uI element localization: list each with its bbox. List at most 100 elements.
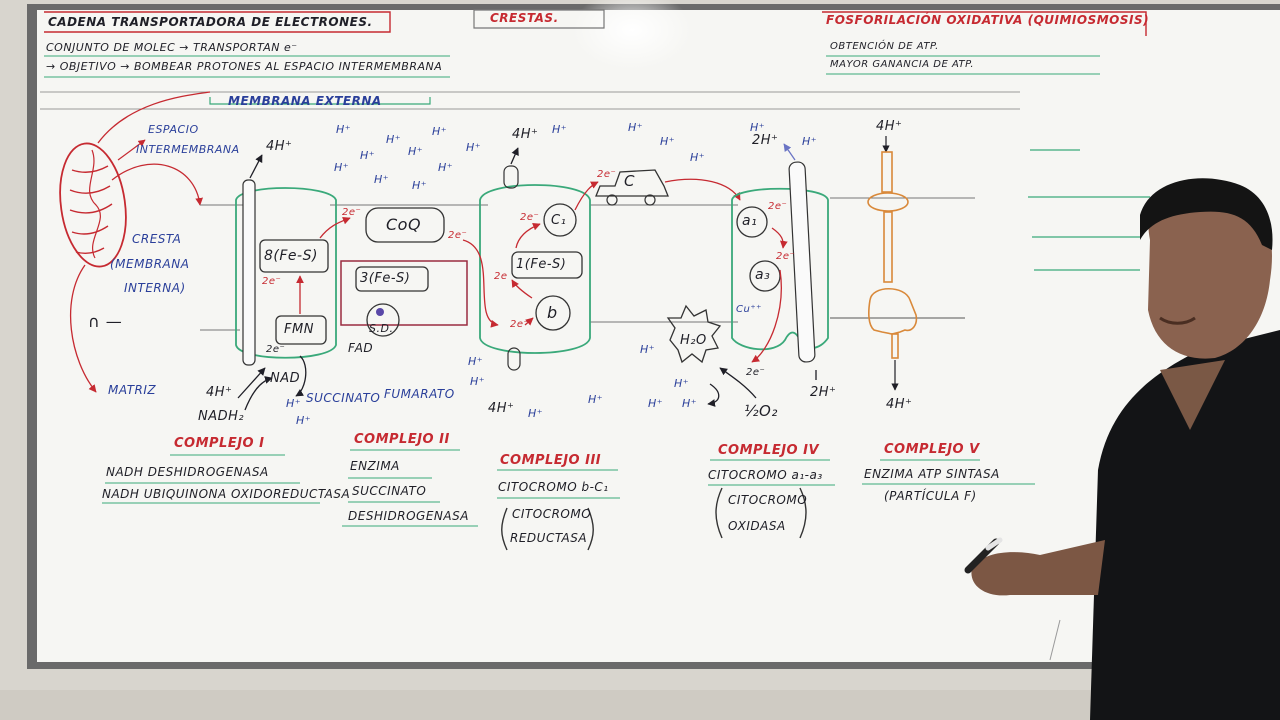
c1-nadh: NADH₂	[198, 409, 245, 424]
c2-fes: 3(Fe-S)	[360, 271, 411, 286]
c4-a3: a₃	[755, 267, 771, 283]
label-squiggle: ∩ —	[88, 312, 123, 331]
proton-marker: H⁺	[336, 123, 352, 136]
header-right-line2: MAYOR GANANCIA DE ATP.	[830, 59, 974, 70]
label-matriz: MATRIZ	[108, 383, 157, 397]
proton-marker: H⁺	[470, 375, 486, 388]
c4-electron-1: 2e⁻	[768, 201, 788, 212]
proton-marker: H⁺	[690, 151, 706, 164]
c4-bottom-protons: 2H⁺	[810, 385, 837, 400]
complex-2-line2: SUCCINATO	[352, 484, 427, 498]
c1-electron-2: 2e⁻	[262, 276, 282, 287]
proton-marker: H⁺	[286, 397, 302, 410]
c2-fumarato: FUMARATO	[384, 387, 455, 401]
complex-5-line1: ENZIMA ATP SINTASA	[864, 467, 1000, 481]
c1-fes: 8(Fe-S)	[264, 248, 318, 264]
complex-1-line2: NADH UBIQUINONA OXIDOREDUCTASA	[102, 487, 351, 501]
complex-4-line3: OXIDASA	[728, 519, 786, 533]
proton-marker: H⁺	[412, 179, 428, 192]
c4-a1: a₁	[742, 213, 758, 229]
label-cresta: CRESTA	[132, 232, 182, 246]
c2-succinato: SUCCINATO	[306, 391, 381, 405]
c1-bottom-protons: 4H⁺	[206, 385, 233, 400]
c3-c1: C₁	[551, 213, 567, 228]
proton-marker: H⁺	[660, 135, 676, 148]
complex-1-title: COMPLEJO I	[174, 436, 265, 451]
proton-marker: H⁺	[374, 173, 390, 186]
proton-marker: H⁺	[528, 407, 544, 420]
half-o2-label: ½O₂	[744, 402, 778, 420]
header-center-title: CRESTAS.	[490, 11, 559, 25]
proton-marker: H⁺	[802, 135, 818, 148]
c3-b: b	[547, 303, 558, 322]
c3-fes: 1(Fe-S)	[516, 257, 567, 272]
complex-1-line1: NADH DESHIDROGENASA	[106, 465, 269, 479]
proton-marker: H⁺	[360, 149, 376, 162]
c4-top-protons: 2H⁺	[752, 133, 779, 148]
label-membrana-interna-1: (MEMBRANA	[110, 257, 190, 271]
complex-4-line1: CITOCROMO a₁-a₃	[708, 468, 823, 482]
c1-top-protons: 4H⁺	[266, 139, 293, 154]
proton-marker: H⁺	[432, 125, 448, 138]
h2o-label: H₂O	[680, 333, 707, 348]
c3-electron-4: 2e⁻	[510, 319, 530, 330]
c3-top-protons: 4H⁺	[512, 127, 539, 142]
c4-electron-2: 2e⁻	[776, 251, 796, 262]
complex-3-line1: CITOCROMO b-C₁	[498, 480, 609, 494]
proton-marker: H⁺	[750, 121, 766, 134]
proton-marker: H⁺	[408, 145, 424, 158]
proton-marker: H⁺	[468, 355, 484, 368]
proton-marker: H⁺	[628, 121, 644, 134]
proton-marker: H⁺	[552, 123, 568, 136]
label-espacio: ESPACIO	[148, 123, 199, 136]
c1-electron-1: 2e⁻	[342, 207, 362, 218]
complex-2-line3: DESHIDROGENASA	[348, 509, 469, 523]
c3-electron-3: 2e	[494, 271, 508, 282]
complex-5-title: COMPLEJO V	[884, 442, 980, 457]
c1-fmn: FMN	[284, 322, 314, 337]
complex-3-line3: REDUCTASA	[510, 531, 588, 545]
complex-3-line2: CITOCROMO	[512, 507, 592, 521]
c1-nad: NAD	[270, 371, 301, 386]
label-membrana-interna-2: INTERNA)	[124, 281, 186, 295]
proton-marker: H⁺	[334, 161, 350, 174]
cyt-c-label: C	[624, 172, 635, 190]
complex-4-line2: CITOCROMO	[728, 493, 808, 507]
coq-label: CoQ	[386, 215, 422, 234]
c3-bottom-protons: 4H⁺	[488, 401, 515, 416]
proton-marker: H⁺	[588, 393, 604, 406]
proton-marker: H⁺	[682, 397, 698, 410]
header-right-line1: OBTENCIÓN DE ATP.	[830, 41, 939, 52]
complex-4-title: COMPLEJO IV	[718, 443, 820, 458]
label-membrana-externa: MEMBRANA EXTERNA	[228, 94, 382, 108]
proton-marker: H⁺	[466, 141, 482, 154]
c4-cu: Cu⁺⁺	[736, 304, 762, 315]
proton-marker: H⁺	[674, 377, 690, 390]
complex-5-line2: (PARTÍCULA F)	[884, 489, 977, 503]
proton-marker: H⁺	[438, 161, 454, 174]
proton-marker: H⁺	[648, 397, 664, 410]
header-left-line2: → OBJETIVO → BOMBEAR PROTONES AL ESPACIO…	[46, 60, 443, 73]
c2-sd: S.D.	[369, 322, 394, 335]
complex-2-line1: ENZIMA	[350, 459, 400, 473]
header-left-line1: CONJUNTO DE MOLEC → TRANSPORTAN e⁻	[46, 41, 298, 54]
c3-electron-1: 2e⁻	[448, 230, 468, 241]
complex-2-title: COMPLEJO II	[354, 432, 450, 447]
proton-marker: H⁺	[296, 414, 312, 427]
c5-bottom-protons: 4H⁺	[886, 397, 913, 412]
cyt-c-electron: 2e⁻	[597, 169, 617, 180]
c1-electron-3: 2e⁻	[266, 344, 286, 355]
complex-3-title: COMPLEJO III	[500, 453, 602, 468]
c4-electron-3: 2e⁻	[746, 367, 766, 378]
c3-electron-2: 2e⁻	[520, 212, 540, 223]
proton-marker: H⁺	[386, 133, 402, 146]
c2-fad: FAD	[348, 341, 374, 355]
c5-top-protons: 4H⁺	[876, 119, 903, 134]
header-right-title: FOSFORILACIÓN OXIDATIVA (QUIMIOSMOSIS)	[826, 13, 1150, 27]
proton-marker: H⁺	[640, 343, 656, 356]
presenter	[964, 178, 1280, 720]
header-left-title: CADENA TRANSPORTADORA DE ELECTRONES.	[48, 15, 373, 29]
label-intermembrana: INTERMEMBRANA	[136, 143, 240, 156]
